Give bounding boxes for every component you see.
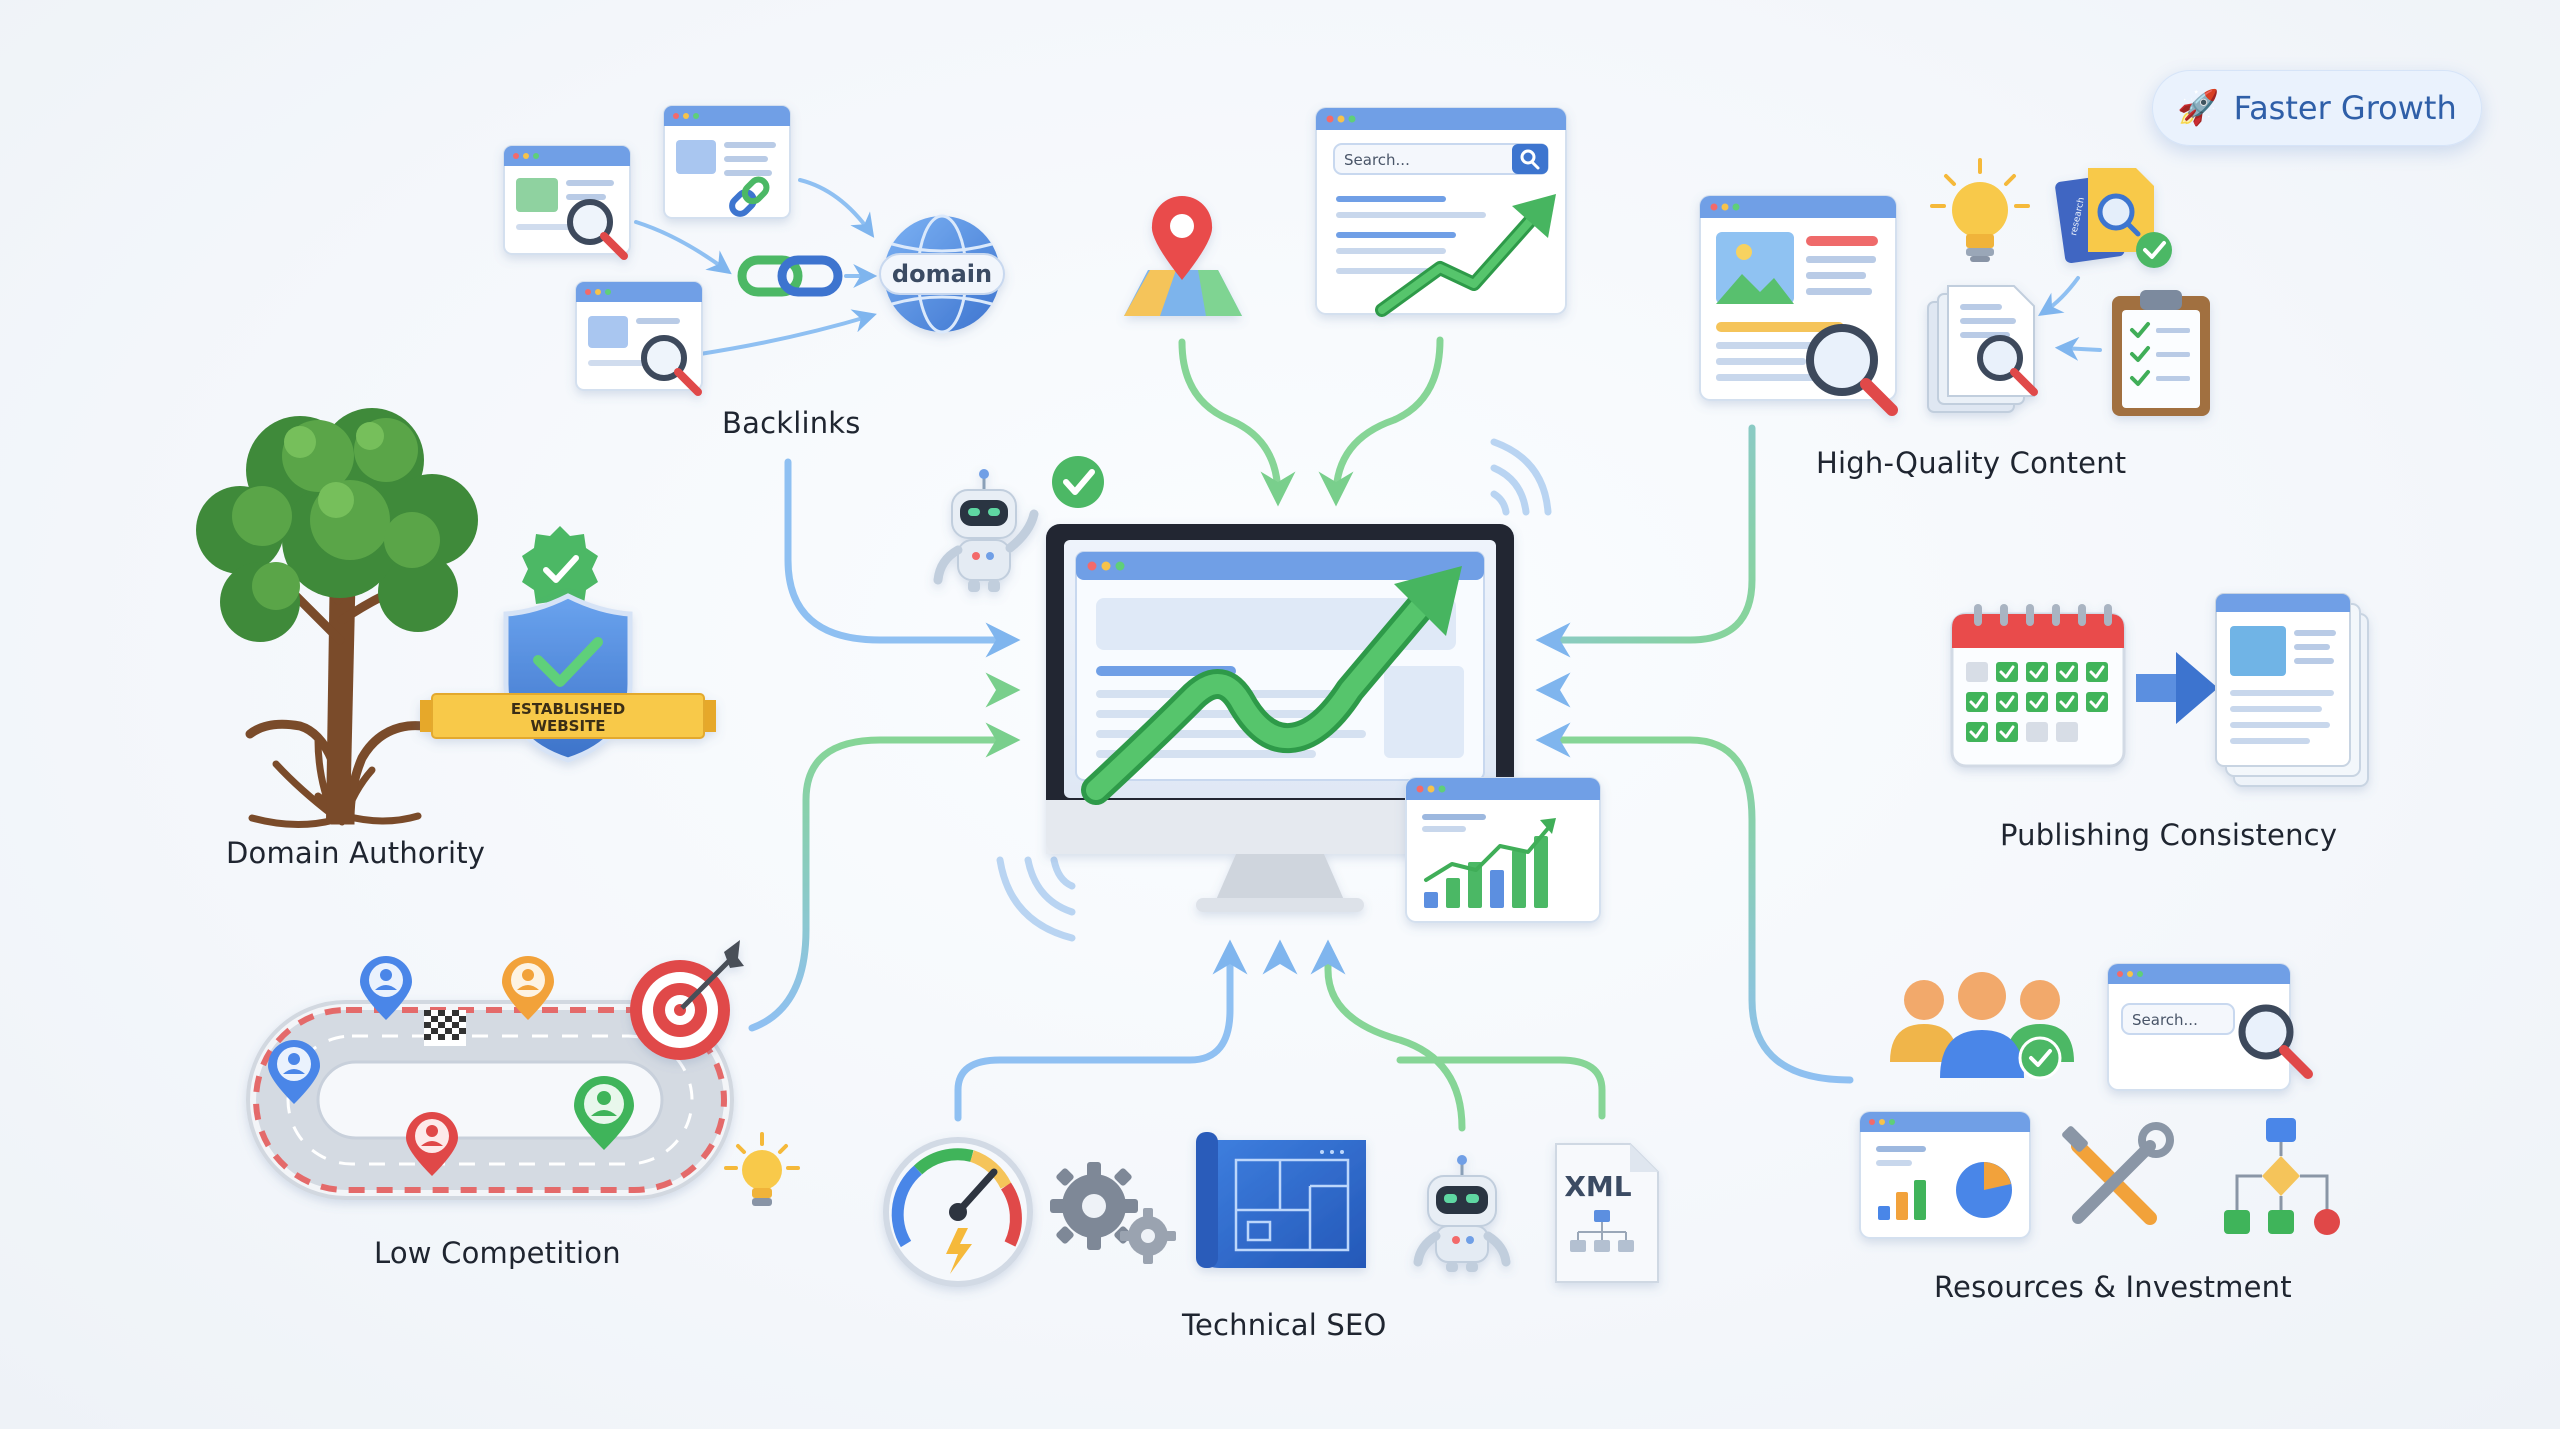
blueprint-icon	[1196, 1132, 1366, 1268]
crawler-robot-icon	[1413, 1155, 1511, 1272]
arrow-content	[1535, 424, 1756, 658]
competitor-pins	[268, 956, 634, 1176]
rocket-icon: 🚀	[2177, 88, 2220, 128]
label-backlinks: Backlinks	[722, 406, 861, 440]
chain-link-icon	[737, 255, 843, 297]
xml-sitemap-icon: XML	[1555, 1143, 1659, 1283]
verified-badge-icon	[522, 526, 598, 612]
domain-globe-icon: domain	[879, 214, 1005, 334]
xml-label: XML	[1564, 1170, 1631, 1203]
competitor-pin-red-icon	[406, 1112, 458, 1176]
tools-icon	[2062, 1122, 2174, 1225]
analytics-dashboard-card	[1859, 1111, 2031, 1239]
content-cluster: research	[1699, 158, 2210, 416]
search-results-card: Search...	[1315, 107, 1567, 317]
arrow-low-competition	[748, 722, 1021, 1032]
tree-icon	[196, 408, 478, 828]
documents-icon	[1927, 285, 2038, 413]
team-icon	[1890, 972, 2074, 1080]
lightbulb-icon	[1930, 158, 2030, 262]
arrow-resources	[1535, 722, 1854, 1084]
arrow-tech-1	[954, 939, 1248, 1122]
calendar-icon	[1950, 604, 2126, 768]
signal-arcs	[996, 438, 1552, 942]
research-folder-icon: research	[2055, 168, 2172, 268]
target-icon	[630, 940, 744, 1060]
checkered-flag-icon	[424, 1010, 466, 1046]
idea-bulb-icon	[724, 1132, 800, 1206]
faster-growth-text: Faster Growth	[2233, 89, 2457, 127]
publish-arrow-icon	[2136, 652, 2218, 724]
robot-assistant-icon	[933, 469, 1039, 592]
checklist-clipboard-icon	[2112, 290, 2210, 416]
analytics-chart-card	[1405, 777, 1601, 923]
established-shield-icon: ESTABLISHED WEBSITE	[420, 593, 716, 763]
arrow-local-seo	[1178, 338, 1296, 507]
label-domain-authority: Domain Authority	[226, 836, 486, 870]
speed-gauge-icon	[883, 1137, 1033, 1287]
established-ribbon-line2: WEBSITE	[530, 717, 605, 735]
published-pages-icon	[2215, 593, 2369, 787]
backlinks-cluster: domain	[503, 105, 1005, 396]
label-low-competition: Low Competition	[374, 1236, 621, 1270]
competitor-pin-blue-icon	[360, 956, 412, 1020]
arrow-tech-4	[1310, 939, 1466, 1132]
label-publishing-consistency: Publishing Consistency	[2000, 818, 2338, 852]
label-resources-investment: Resources & Investment	[1934, 1270, 2292, 1304]
check-badge-icon	[1052, 456, 1104, 508]
established-ribbon-line1: ESTABLISHED	[511, 700, 625, 718]
central-monitor	[1046, 524, 1514, 912]
arrow-backlinks	[784, 458, 1021, 658]
faster-growth-badge: 🚀 Faster Growth	[2152, 70, 2482, 146]
competitor-pin-orange-icon	[502, 956, 554, 1020]
org-chart-icon	[2224, 1118, 2340, 1235]
map-pin-icon	[1124, 196, 1242, 316]
label-high-quality-content: High-Quality Content	[1816, 446, 2127, 480]
search-placeholder-right: Search...	[2132, 1011, 2198, 1029]
arrow-tech-5	[1396, 1056, 1606, 1120]
competitor-pin-green-icon	[574, 1076, 634, 1150]
competitor-pin-left-icon	[268, 1040, 320, 1104]
search-placeholder-top: Search...	[1344, 151, 1410, 169]
arrow-rankings	[1318, 336, 1444, 507]
search-window-card: Search...	[2107, 963, 2313, 1091]
connector-arrows	[604, 336, 1930, 1132]
gears-icon	[1050, 1162, 1176, 1264]
domain-text: domain	[892, 260, 992, 288]
label-technical-seo: Technical SEO	[1182, 1308, 1387, 1342]
